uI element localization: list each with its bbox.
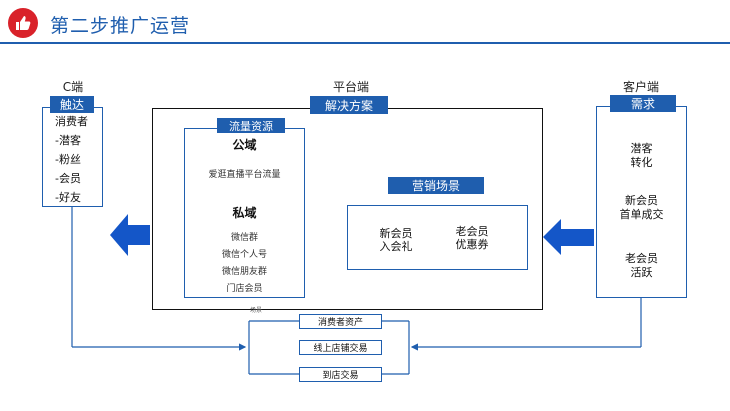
new-member-scenario: 新会员 入会礼 [379,227,413,253]
title-divider [0,42,730,44]
in-store-transaction-box: 到店交易 [299,367,382,382]
arrow-to-c-end [110,214,150,256]
demand-tag: 需求 [610,95,676,112]
traffic-box [184,128,305,298]
demand-group: 潜客 转化 [630,142,653,169]
platform-label: 平台端 [332,80,369,94]
page-title: 第二步推广运营 [50,15,191,37]
demand-group: 老会员 活跃 [625,252,658,279]
c-end-list: 消费者 -潜客 -粉丝 -会员 -好友 [55,112,88,207]
marketing-tag: 营销场景 [388,177,484,194]
thumbs-up-icon [8,8,38,38]
list-item: 微信个人号 [221,250,267,260]
list-item: -潜客 [55,134,81,147]
solution-tag: 解决方案 [310,96,388,114]
scene-small-label: 场景 [250,307,263,314]
list-item: 门店会员 [226,284,263,294]
c-end-label: C端 [62,80,84,94]
list-item: -会员 [55,172,81,185]
private-domain-title: 私域 [232,206,257,220]
demand-group: 新会员 首单成交 [619,194,664,221]
traffic-tag: 流量资源 [217,118,285,133]
online-store-transaction-box: 线上店铺交易 [299,340,382,355]
list-item: 微信朋友群 [221,267,267,277]
consumer-assets-box: 消费者资产 [299,314,382,329]
public-domain-title: 公域 [232,138,257,152]
client-end-label: 客户端 [622,80,659,94]
list-item: -好友 [55,191,81,204]
old-member-scenario: 老会员 优惠券 [455,225,489,251]
private-domain-list: 微信群 微信个人号 微信朋友群 门店会员 [184,230,305,298]
arrow-to-marketing [543,219,594,255]
list-item: 微信群 [230,233,258,243]
list-item: 消费者 [55,115,88,128]
c-end-tag: 触达 [50,96,94,113]
list-item: -粉丝 [55,153,81,166]
marketing-box [347,205,528,270]
public-domain-item: 爱逛直播平台流量 [208,170,281,180]
